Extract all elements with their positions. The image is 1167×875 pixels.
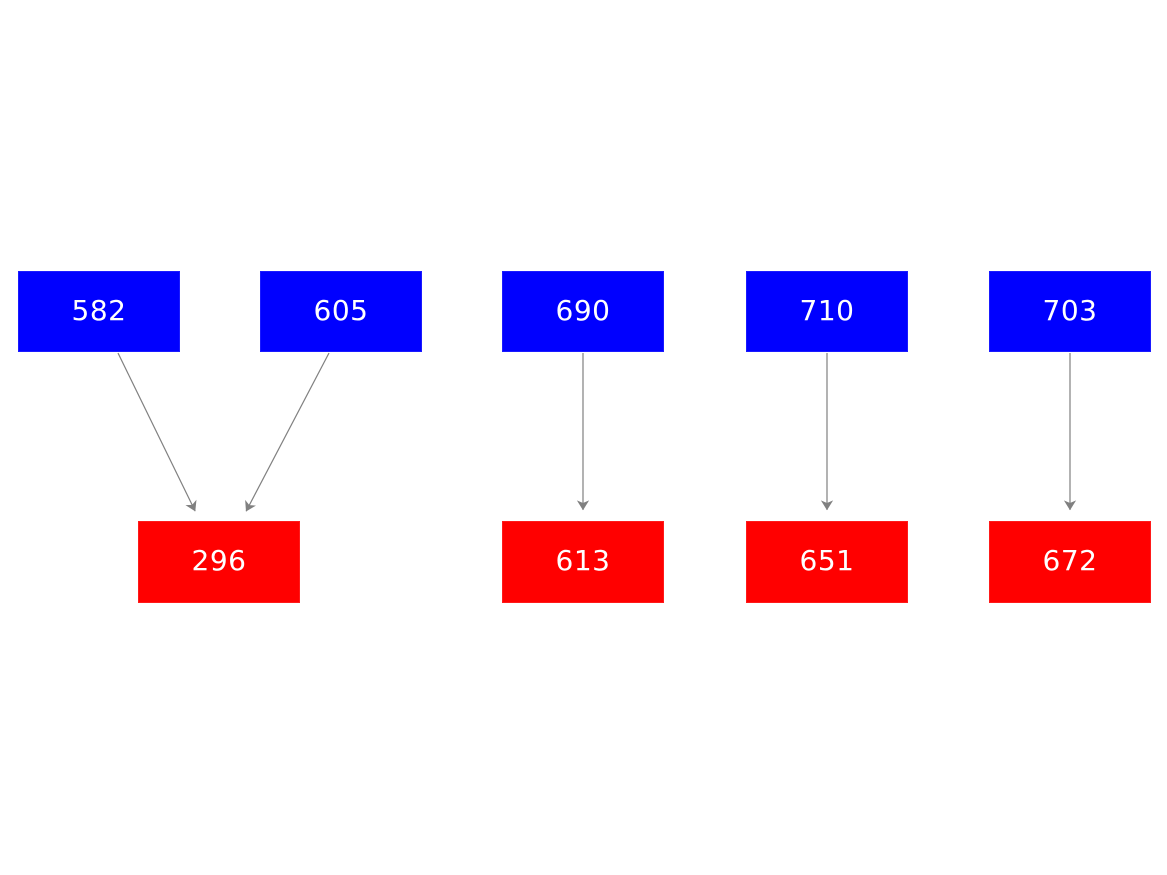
node-label: 296 bbox=[191, 544, 247, 577]
node-label: 582 bbox=[71, 293, 127, 327]
graph-node-613[interactable]: 613 bbox=[502, 521, 664, 603]
node-label: 651 bbox=[799, 544, 855, 577]
graph-node-672[interactable]: 672 bbox=[989, 521, 1151, 603]
graph-node-690[interactable]: 690 bbox=[502, 271, 664, 352]
graph-node-710[interactable]: 710 bbox=[746, 271, 908, 352]
graph-node-296[interactable]: 296 bbox=[138, 521, 300, 603]
node-label: 613 bbox=[555, 544, 611, 577]
graph-edge-605-to-296 bbox=[245, 352, 330, 512]
edges-group bbox=[117, 352, 1077, 512]
graph-edge-582-to-296 bbox=[117, 352, 197, 512]
node-label: 703 bbox=[1042, 293, 1098, 327]
node-label: 605 bbox=[313, 293, 369, 327]
node-label: 690 bbox=[555, 293, 611, 327]
graph-node-703[interactable]: 703 bbox=[989, 271, 1151, 352]
graph-node-605[interactable]: 605 bbox=[260, 271, 422, 352]
graph-node-582[interactable]: 582 bbox=[18, 271, 180, 352]
graph-node-651[interactable]: 651 bbox=[746, 521, 908, 603]
node-label: 672 bbox=[1042, 544, 1098, 577]
node-label: 710 bbox=[799, 293, 855, 327]
